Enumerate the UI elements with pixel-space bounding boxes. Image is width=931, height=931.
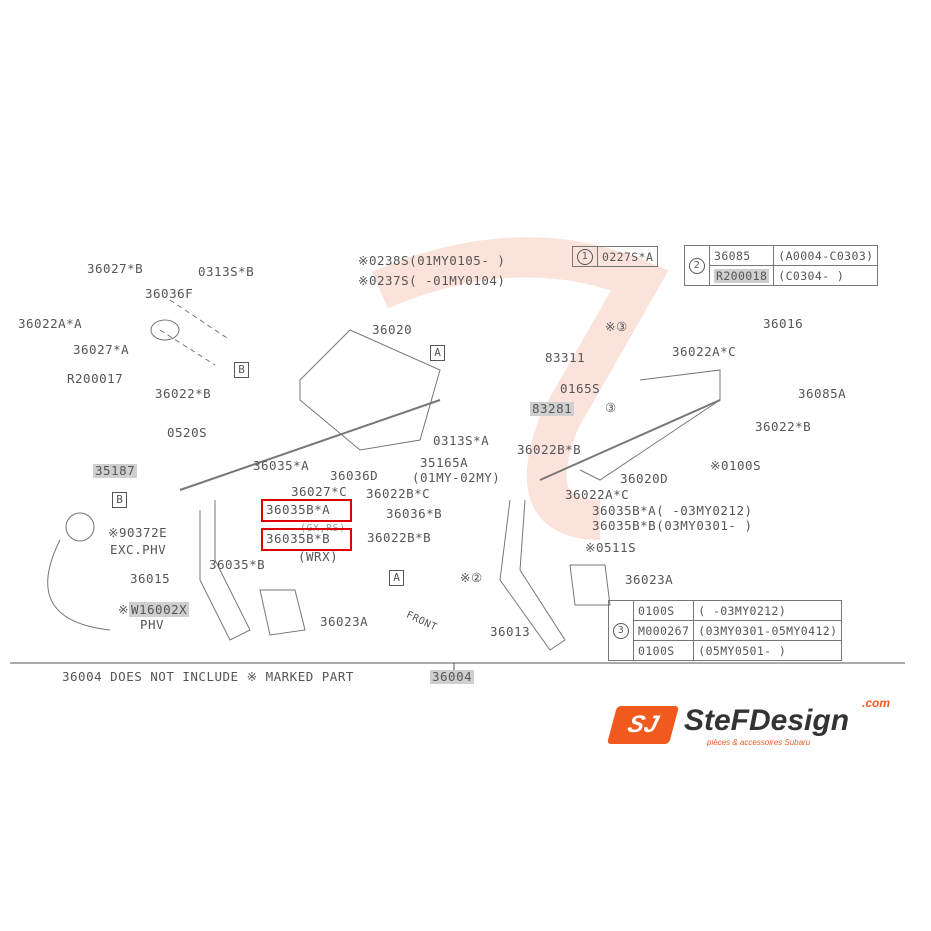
part-number: 0100S bbox=[632, 640, 695, 661]
part-label: 36022*B bbox=[755, 419, 812, 434]
clutch-dash bbox=[159, 299, 231, 366]
part-label: ※90372E bbox=[108, 525, 168, 540]
part-label: R200017 bbox=[67, 371, 124, 386]
part-label: 35187 bbox=[93, 463, 138, 478]
stefdesign-logo: SJ SteFDesign .com pièces & accessoires … bbox=[606, 696, 922, 750]
part-number: 0100S bbox=[632, 600, 695, 621]
part-number: R200018 bbox=[708, 265, 775, 286]
date-range: (05MY0501- ) bbox=[693, 640, 843, 661]
part-label: 36036D bbox=[330, 468, 379, 483]
part-note: (WRX) bbox=[298, 549, 339, 564]
part-label: 36035*A bbox=[253, 458, 310, 473]
part-label: 0313S*A bbox=[433, 433, 490, 448]
cable bbox=[47, 539, 111, 631]
part-label: ③ bbox=[605, 400, 617, 415]
part-label: 36035*B bbox=[209, 557, 266, 572]
part-label: 35165A bbox=[420, 455, 469, 470]
part-label: 36027*C bbox=[291, 484, 348, 499]
part-label: 83311 bbox=[545, 350, 586, 365]
ref-box-b: B bbox=[112, 492, 127, 508]
part-label: (01MY-02MY) bbox=[412, 470, 501, 485]
brake-pedal bbox=[499, 499, 566, 651]
part-note: PHV bbox=[140, 617, 165, 632]
spring bbox=[150, 319, 180, 341]
pedal-bracket bbox=[299, 329, 441, 451]
part-label: 36022A*C bbox=[672, 344, 737, 359]
part-label: 83281 bbox=[530, 401, 575, 416]
date-range: (C0304- ) bbox=[773, 265, 879, 286]
part-label: 36022B*B bbox=[367, 530, 432, 545]
date-range: (03MY0301-05MY0412) bbox=[693, 620, 843, 641]
logo-mark: SJ bbox=[606, 706, 680, 744]
highlight-box bbox=[261, 528, 352, 551]
part-number: 0227S*A bbox=[596, 246, 659, 267]
highlight-box bbox=[261, 499, 352, 522]
part-label: ※② bbox=[460, 570, 483, 585]
part-label: ※0100S bbox=[710, 458, 762, 473]
part-label: 36022B*B bbox=[517, 442, 582, 457]
pedal-pad-left bbox=[259, 589, 306, 636]
part-label: ※W16002X bbox=[118, 602, 190, 617]
grommet bbox=[65, 512, 95, 542]
pedal-pad-right bbox=[569, 564, 611, 606]
part-label: 36023A bbox=[320, 614, 369, 629]
part-label: 36013 bbox=[490, 624, 531, 639]
logo-suffix: .com bbox=[862, 696, 891, 710]
part-label: 36035B*B(03MY0301- ) bbox=[592, 518, 753, 533]
part-label: 36027*B bbox=[87, 261, 144, 276]
part-label-highlighted: 36035B*A bbox=[266, 502, 331, 517]
part-label: 0313S*B bbox=[198, 264, 255, 279]
part-label: ※0511S bbox=[585, 540, 637, 555]
part-label: 36027*A bbox=[73, 342, 130, 357]
ref-table-2: 2 36085(A0004-C0303) R200018(C0304- ) bbox=[684, 245, 879, 286]
assembly-number: 36004 bbox=[430, 669, 475, 684]
circle-3: 3 bbox=[613, 623, 629, 639]
clutch-pedal bbox=[199, 500, 251, 641]
part-label: 36022*B bbox=[155, 386, 212, 401]
footnote: 36004 DOES NOT INCLUDE ※ MARKED PART bbox=[62, 669, 354, 684]
part-label: 36036*B bbox=[386, 506, 443, 521]
part-label-highlighted: 36035B*B bbox=[266, 531, 331, 546]
part-label: 36020D bbox=[620, 471, 669, 486]
ref-box-a: A bbox=[430, 345, 445, 361]
part-label: 36015 bbox=[130, 571, 171, 586]
circle-2: 2 bbox=[689, 258, 705, 274]
ref-table-1: 1 0227S*A bbox=[572, 246, 659, 267]
part-label: 36020 bbox=[372, 322, 413, 337]
logo-tagline: pièces & accessoires Subaru bbox=[707, 738, 811, 747]
part-label: 36036F bbox=[145, 286, 194, 301]
date-range: (A0004-C0303) bbox=[773, 245, 879, 266]
part-number: 36085 bbox=[708, 245, 775, 266]
part-label: 0520S bbox=[167, 425, 208, 440]
part-label: 36035B*A( -03MY0212) bbox=[592, 503, 753, 518]
part-label: 36022A*A bbox=[18, 316, 83, 331]
ref-table-3: 3 0100S( -03MY0212) M000267(03MY0301-05M… bbox=[608, 600, 843, 661]
part-label: 36022B*C bbox=[366, 486, 431, 501]
part-label: 36022A*C bbox=[565, 487, 630, 502]
part-number: M000267 bbox=[632, 620, 695, 641]
part-label: 36085A bbox=[798, 386, 847, 401]
ref-box-a: A bbox=[389, 570, 404, 586]
part-label: ※0238S(01MY0105- ) bbox=[358, 253, 506, 268]
watermark-shape bbox=[372, 237, 669, 540]
logo-brand: SteFDesign bbox=[684, 704, 850, 737]
part-note: EXC.PHV bbox=[110, 542, 167, 557]
part-label: ※③ bbox=[605, 319, 628, 334]
ref-box-b: B bbox=[234, 362, 249, 378]
part-label: 36023A bbox=[625, 572, 674, 587]
part-label: ※0237S( -01MY0104) bbox=[358, 273, 506, 288]
shaft bbox=[179, 399, 441, 491]
part-label: 0165S bbox=[560, 381, 601, 396]
shaft-right bbox=[539, 399, 721, 481]
circle-1: 1 bbox=[577, 249, 593, 265]
date-range: ( -03MY0212) bbox=[693, 600, 843, 621]
part-label: 36016 bbox=[763, 316, 804, 331]
